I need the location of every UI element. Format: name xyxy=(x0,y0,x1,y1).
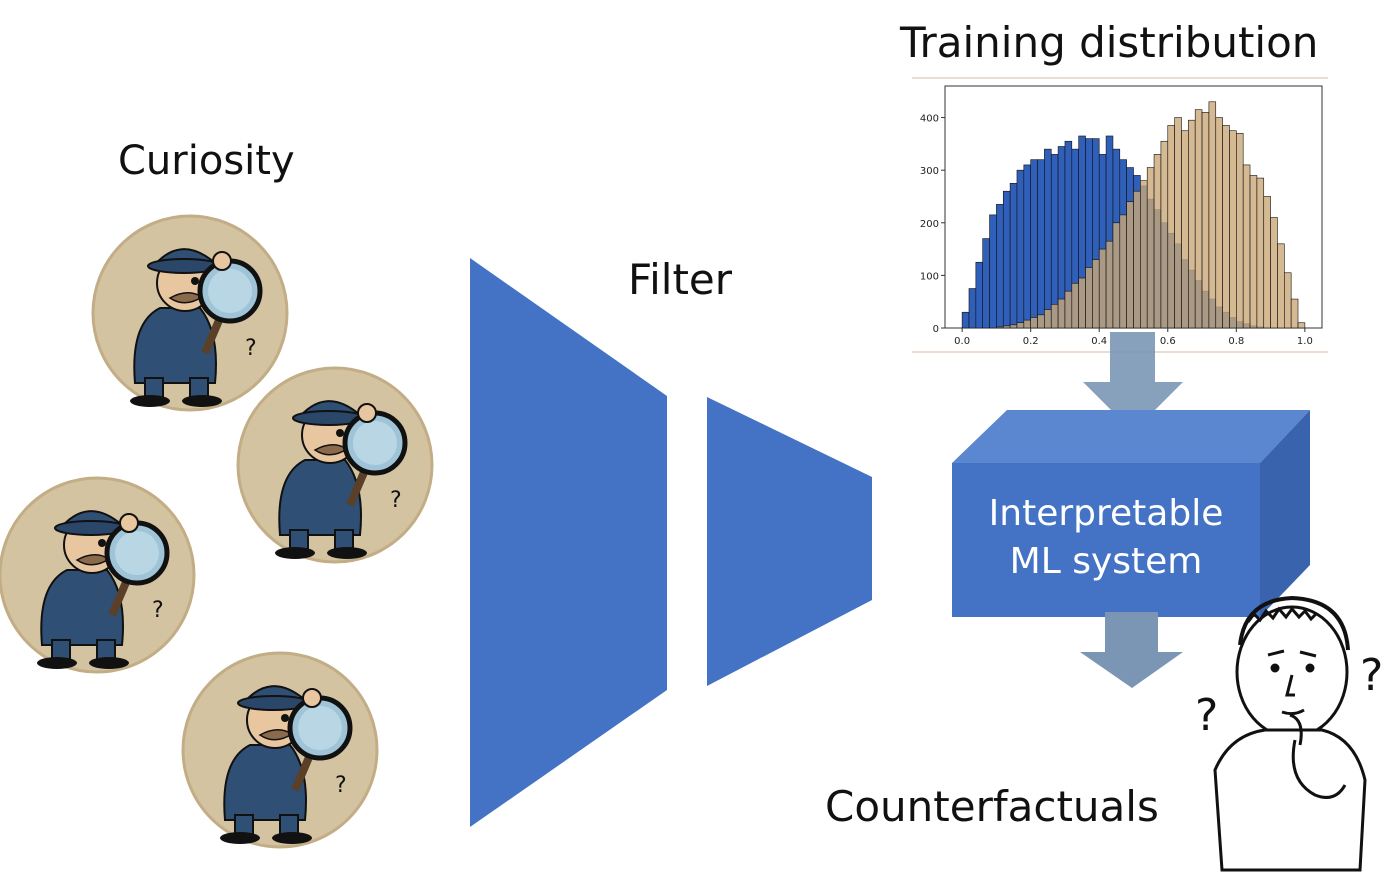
x-tick-label: 0.4 xyxy=(1091,336,1107,347)
histogram-bar xyxy=(996,204,1004,329)
x-tick-label: 0.2 xyxy=(1023,336,1039,347)
histogram-bar xyxy=(1242,164,1251,329)
histogram-bar xyxy=(975,261,984,329)
x-tick-label: 0.0 xyxy=(954,336,970,347)
histogram-bar xyxy=(1030,317,1038,329)
detective-icon xyxy=(93,216,287,410)
system-box-line2: ML system xyxy=(1009,541,1203,582)
histogram-bar xyxy=(1098,248,1107,329)
histogram-bar xyxy=(1023,319,1031,329)
x-tick-label: 0.6 xyxy=(1160,336,1176,347)
histogram-bar xyxy=(1119,214,1127,329)
thinking-person-icon xyxy=(1213,595,1367,872)
question-mark-icon: ? xyxy=(1360,650,1383,701)
histogram-bar xyxy=(1037,314,1045,329)
histogram-bar xyxy=(989,214,997,329)
histogram-bar xyxy=(1092,259,1100,329)
histogram-bar xyxy=(1023,164,1031,329)
histogram-bar xyxy=(1126,201,1134,329)
histogram-bar xyxy=(1188,119,1196,329)
filter-label: Filter xyxy=(628,255,733,304)
histogram-bar xyxy=(1016,322,1025,329)
y-tick-label: 100 xyxy=(920,271,939,282)
histogram-bar xyxy=(1290,298,1299,329)
histogram-bar xyxy=(1044,148,1052,329)
histogram-bar xyxy=(1050,154,1059,329)
histogram-bar xyxy=(961,311,970,329)
histogram-bar xyxy=(1044,309,1052,329)
x-tick-label: 0.8 xyxy=(1228,336,1244,347)
system-box-line1: Interpretable xyxy=(988,493,1224,534)
histogram-bar xyxy=(1009,183,1018,329)
histogram-bar xyxy=(1002,325,1011,329)
system-box-front xyxy=(952,463,1260,617)
histogram-bar xyxy=(1002,190,1011,329)
histogram-bar xyxy=(1284,272,1292,329)
histogram-bar xyxy=(1229,130,1237,329)
detective-icon xyxy=(238,368,432,562)
histogram-bar xyxy=(1215,117,1223,329)
histogram-bar xyxy=(1146,167,1155,329)
question-mark-icon: ? xyxy=(1195,690,1218,741)
histogram-bar xyxy=(1263,196,1271,329)
training-distribution-chart: 0.0 0.2 0.4 0.6 0.8 1.0 0 100 200 300 400 xyxy=(912,77,1328,353)
histogram-bar xyxy=(1085,267,1093,329)
histogram-bar xyxy=(968,288,977,329)
system-box-label: Interpretable ML system xyxy=(952,490,1260,586)
histogram-bar xyxy=(1167,125,1175,329)
histogram-bar xyxy=(1174,117,1182,329)
histogram-bar xyxy=(1071,282,1079,329)
histogram-bar xyxy=(1105,240,1114,329)
histogram-bar xyxy=(1030,159,1038,329)
histogram-bar xyxy=(1057,298,1066,329)
histogram-bar xyxy=(1249,175,1258,329)
y-tick-label: 400 xyxy=(920,114,939,125)
histogram-bar xyxy=(1194,109,1203,329)
histogram-bar xyxy=(1270,217,1278,329)
histogram-bar xyxy=(1050,304,1059,329)
filter-funnel-small xyxy=(707,397,872,686)
histogram-bar xyxy=(1201,112,1210,329)
y-tick-label: 0 xyxy=(933,324,939,335)
arrow-down-icon xyxy=(1080,612,1183,688)
detective-icon xyxy=(183,653,377,847)
y-tick-label: 200 xyxy=(920,219,939,230)
histogram-bar xyxy=(1112,222,1121,329)
histogram-bar xyxy=(1160,140,1169,329)
histogram-bar xyxy=(1078,277,1086,329)
histogram-bar xyxy=(982,238,990,329)
histogram-bar xyxy=(1297,322,1306,329)
histogram-bar xyxy=(1064,290,1073,329)
histogram-bar xyxy=(1208,101,1217,329)
histogram-bar xyxy=(1016,169,1025,329)
histogram-bar xyxy=(1037,159,1045,329)
system-box-top xyxy=(952,410,1310,463)
histogram-bar xyxy=(1222,125,1230,329)
histogram-bar xyxy=(1181,130,1189,329)
detective-icon xyxy=(0,478,194,672)
arrow-down-icon xyxy=(1083,332,1183,432)
filter-funnel-large xyxy=(470,258,667,827)
histogram-bar xyxy=(1256,177,1265,329)
x-tick-label: 1.0 xyxy=(1297,336,1313,347)
counterfactuals-label: Counterfactuals xyxy=(825,782,1159,831)
histogram-bar xyxy=(1236,133,1244,329)
histogram-bar xyxy=(996,326,1004,329)
histogram-bar xyxy=(1140,180,1148,329)
histogram-bar xyxy=(1277,243,1285,329)
histogram-bar xyxy=(1009,324,1018,329)
training-distribution-label: Training distribution xyxy=(900,18,1319,67)
histogram-bar xyxy=(1153,154,1162,329)
curiosity-label: Curiosity xyxy=(118,138,295,184)
histogram-bar xyxy=(1133,190,1141,329)
y-tick-label: 300 xyxy=(920,166,939,177)
system-box-side xyxy=(1260,410,1310,617)
